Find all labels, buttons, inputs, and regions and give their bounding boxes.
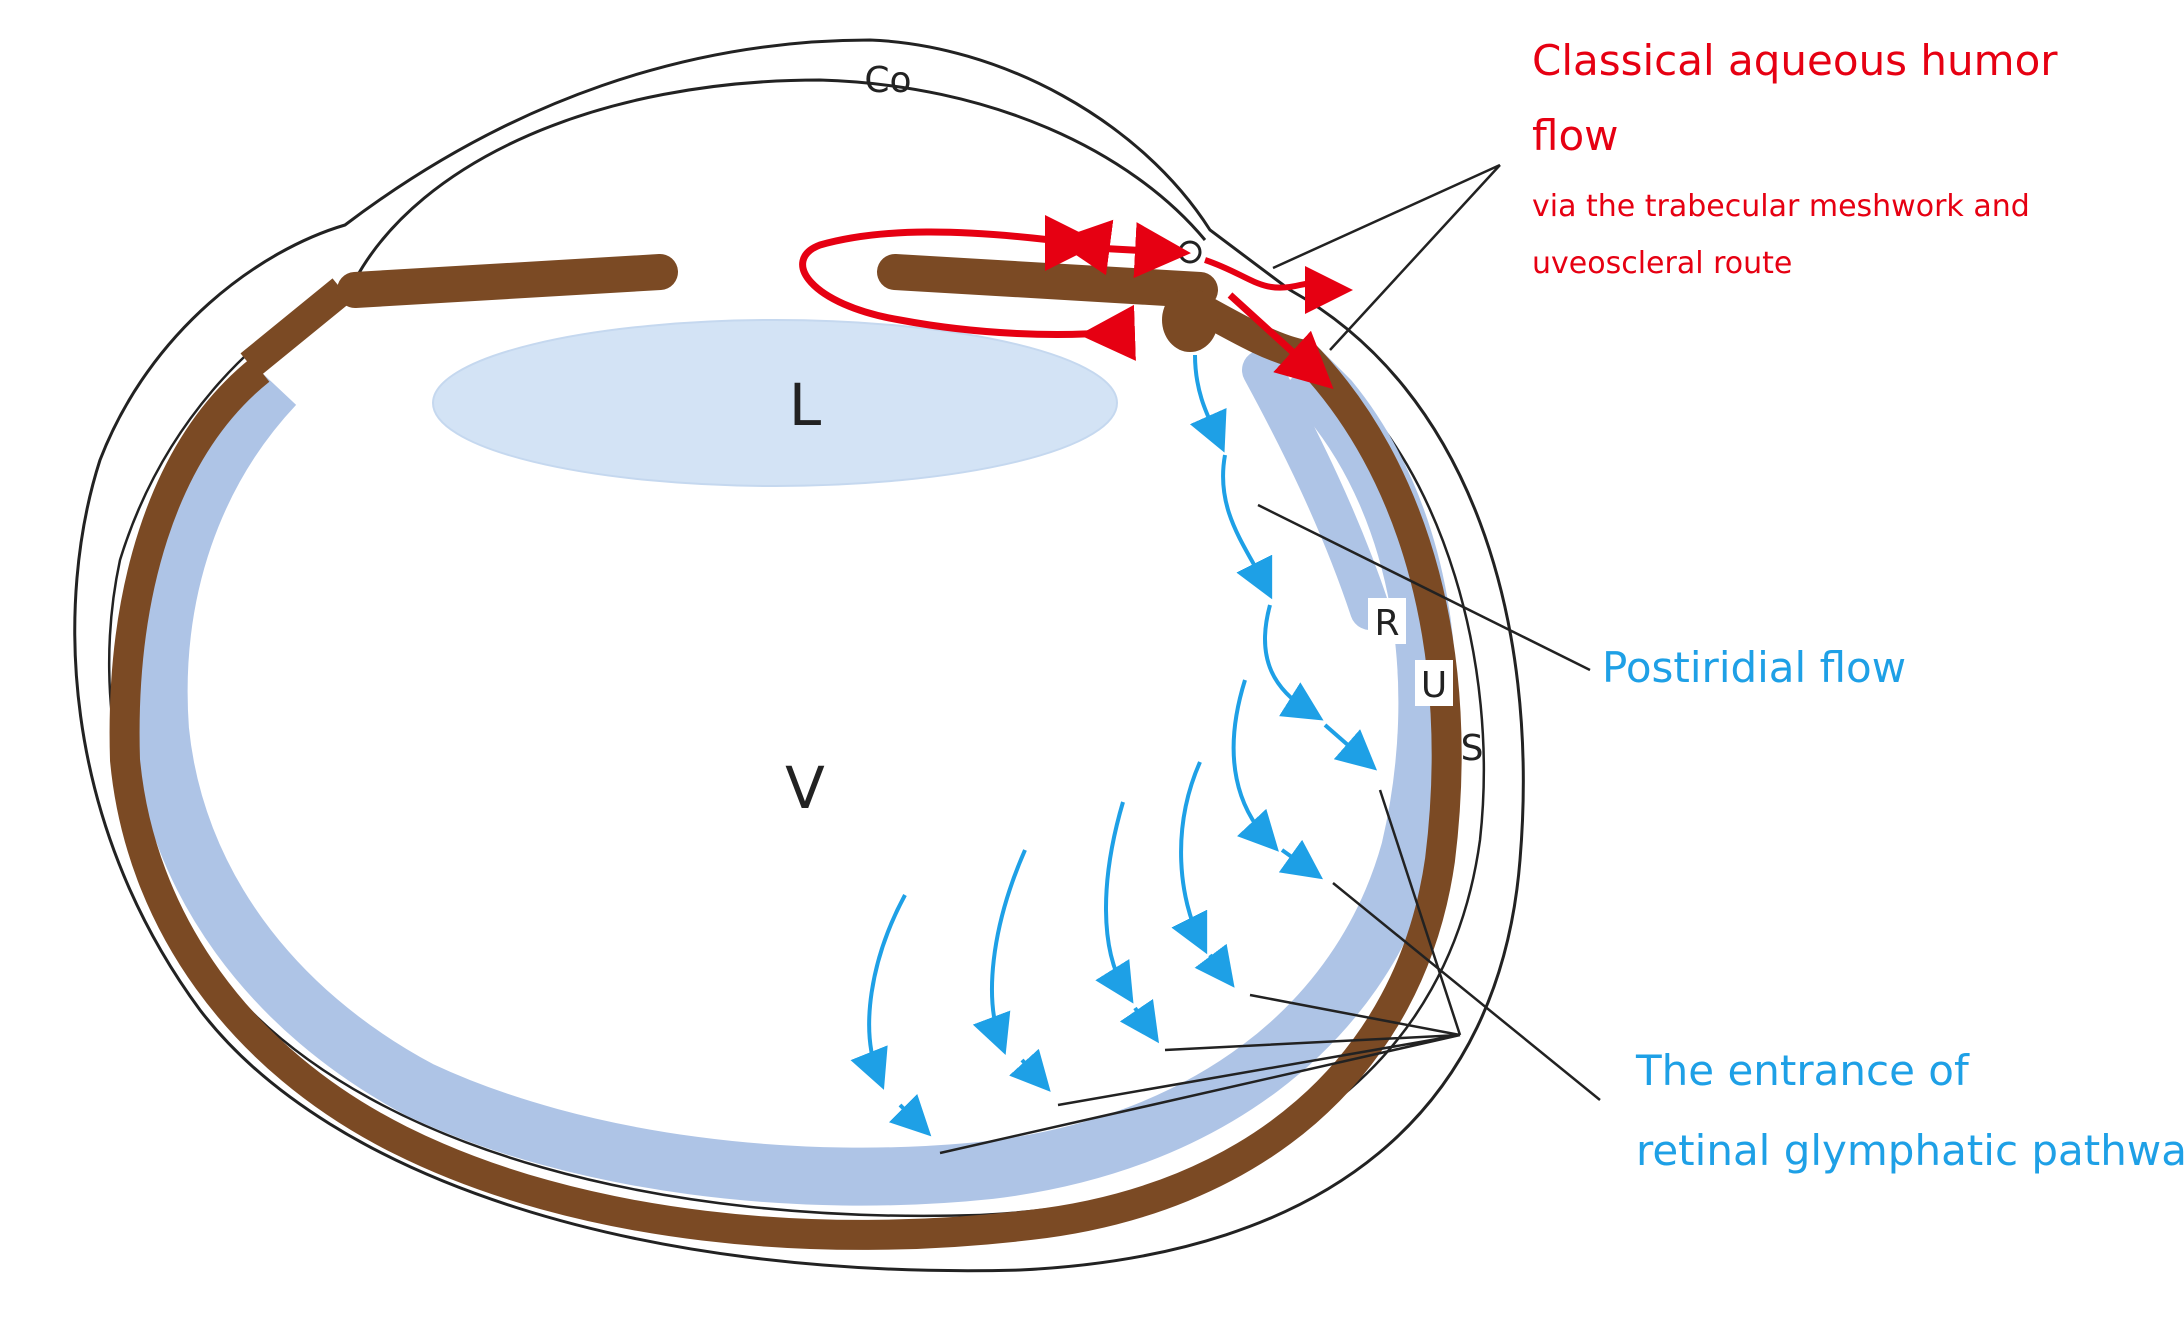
red-trabecular — [1204, 257, 1353, 314]
blue-arrow-postiridial-3 — [1263, 604, 1324, 721]
postiridial-label: Postiridial flow — [1602, 643, 1906, 692]
red-uveoscleral — [1227, 292, 1334, 390]
cornea-label: Co — [864, 60, 911, 101]
blue-arrow-3 — [1095, 801, 1134, 1004]
retina-anterior — [1242, 350, 1390, 630]
leader-classical — [1272, 163, 1501, 351]
sclera-inner — [107, 280, 1486, 1218]
blue-arrow-5b — [888, 1093, 932, 1137]
red-to-canal — [1094, 222, 1191, 279]
eye-outline — [73, 38, 1525, 1273]
classical-title-1: Classical aqueous humor — [1532, 36, 2058, 85]
classical-title-2: flow — [1532, 111, 1619, 160]
choroid-layer — [109, 278, 1462, 1250]
blue-arrow-postiridial-1 — [1189, 354, 1227, 453]
blue-arrow-2b — [1194, 943, 1235, 988]
classical-sub-2: uveoscleral route — [1532, 246, 1792, 281]
ciliary-body — [1162, 288, 1218, 352]
uvea-label: U — [1421, 665, 1447, 706]
lens — [432, 319, 1118, 487]
blue-arrow-2 — [1171, 761, 1208, 955]
blue-arrow-postiridial-4 — [1323, 723, 1378, 771]
retina-label: R — [1374, 603, 1399, 644]
retina-layer — [129, 349, 1457, 1206]
blue-arrow-3b — [1119, 998, 1160, 1044]
blue-arrow-4 — [972, 849, 1027, 1055]
vitreous-label: V — [785, 754, 825, 822]
entrance-label-2: retinal glymphatic pathway — [1636, 1126, 2184, 1175]
blue-arrow-4b — [1009, 1048, 1051, 1092]
entrance-label-1: The entrance of — [1635, 1046, 1970, 1095]
classical-sub-1: via the trabecular meshwork and — [1532, 189, 2030, 224]
blue-arrow-5 — [850, 894, 907, 1090]
leader-entrance — [939, 789, 1601, 1155]
blue-arrow-postiridial-2 — [1221, 454, 1273, 600]
blue-arrow-1 — [1231, 679, 1279, 852]
red-loop-arrow — [799, 219, 1116, 338]
retina-label-box — [1368, 598, 1406, 644]
red-loop-head-bottom — [1079, 304, 1136, 361]
cornea-inner — [353, 78, 1207, 281]
iris-left — [337, 254, 678, 308]
sclera-label: S — [1461, 728, 1484, 769]
uvea-label-box — [1415, 660, 1453, 706]
lens-label: L — [789, 371, 821, 439]
schlemm-canal — [1178, 240, 1202, 264]
blue-arrow-1b — [1278, 839, 1324, 880]
iris-right — [877, 254, 1218, 308]
leader-postiridial — [1257, 503, 1591, 672]
